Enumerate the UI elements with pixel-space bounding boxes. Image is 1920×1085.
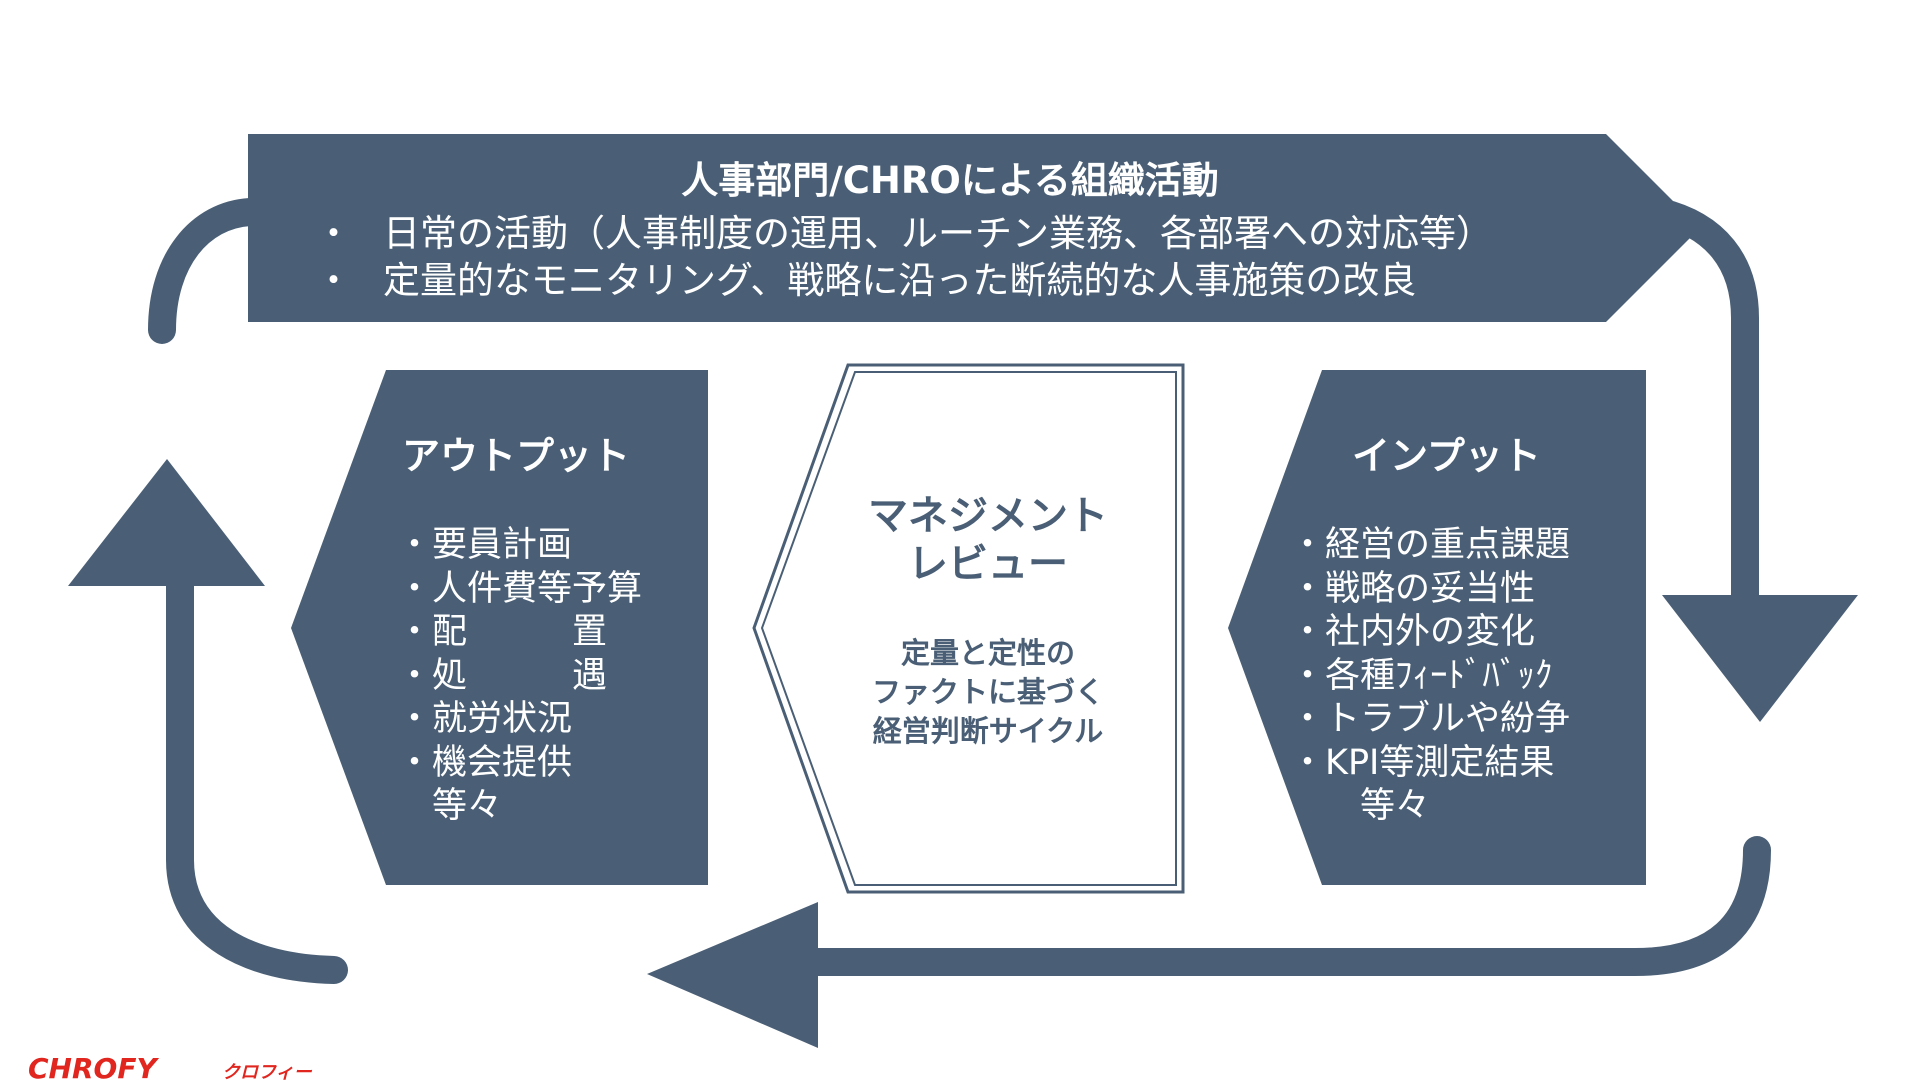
output-item: ・処 遇 [397,655,608,696]
center-subtitle: 定量と定性の ファクトに基づく 経営判断サイクル [812,634,1164,751]
output-box [291,370,708,885]
cycle-arrow-right-curve [1646,198,1759,626]
input-item: 等々 [1290,786,1431,826]
cycle-arrow-bottom-curve [801,836,1771,976]
arrow-head-up [68,459,265,586]
input-list: ・経営の重点課題 ・戦略の妥当性 ・社内外の変化 ・各種ﾌｨｰﾄﾞﾊﾞｯｸ ・ト… [1290,524,1570,829]
center-title: マネジメント レビュー [812,492,1164,588]
bullet-marker: ・ [315,259,352,302]
bullet-text: 定量的なモニタリング、戦略に沿った断続的な人事施策の改良 [383,259,1417,302]
input-box [1228,370,1646,885]
cycle-arrow-left-curve [166,566,348,984]
banner-bullet-2: ・定量的なモニタリング、戦略に沿った断続的な人事施策の改良 [315,250,1416,304]
output-item: ・機会提供 [397,742,573,783]
brand-logo: CHROFY [28,1052,157,1085]
output-item: ・就労状況 [397,699,573,739]
cycle-arrow-top-left-curve [148,198,264,344]
arrow-head-down [1662,595,1858,722]
banner-title: 人事部門/CHROによる組織活動 [681,159,1219,202]
input-title: インプット [1352,434,1541,478]
arrow-head-left [647,902,818,1048]
input-item: ・KPI等測定結果 [1290,742,1555,783]
center-sub-line: ファクトに基づく [871,675,1104,709]
input-item: ・社内外の変化 [1290,612,1536,652]
input-item: ・経営の重点課題 [1290,525,1571,565]
center-sub-line: 定量と定性の [900,636,1075,670]
center-review-box-inner [760,371,1177,886]
bullet-marker: ・ [315,212,352,255]
output-list: ・要員計画 ・人件費等予算 ・配 置 ・処 遇 ・就労状況 ・機会提供 等々 [397,524,642,829]
output-item: ・配 置 [397,612,608,652]
center-title-line: マネジメント [868,493,1108,539]
center-review-box-outer [752,363,1185,894]
bullet-text: 日常の活動（人事制度の運用、ルーチン業務、各部署への対応等） [383,212,1493,255]
center-title-line: レビュー [908,541,1068,587]
output-item: 等々 [397,786,503,826]
input-item: ・各種ﾌｨｰﾄﾞﾊﾞｯｸ [1290,655,1553,696]
output-item: ・要員計画 [397,525,573,565]
brand-logo-katakana: クロフィー [222,1062,312,1083]
activity-banner [248,134,1700,322]
input-item: ・戦略の妥当性 [1290,568,1536,609]
center-sub-line: 経営判断サイクル [872,714,1104,748]
input-item: ・トラブルや紛争 [1290,699,1571,739]
banner-bullet-1: ・日常の活動（人事制度の運用、ルーチン業務、各部署への対応等） [315,203,1493,257]
output-item: ・人件費等予算 [397,568,643,609]
output-title: アウトプット [402,434,631,478]
